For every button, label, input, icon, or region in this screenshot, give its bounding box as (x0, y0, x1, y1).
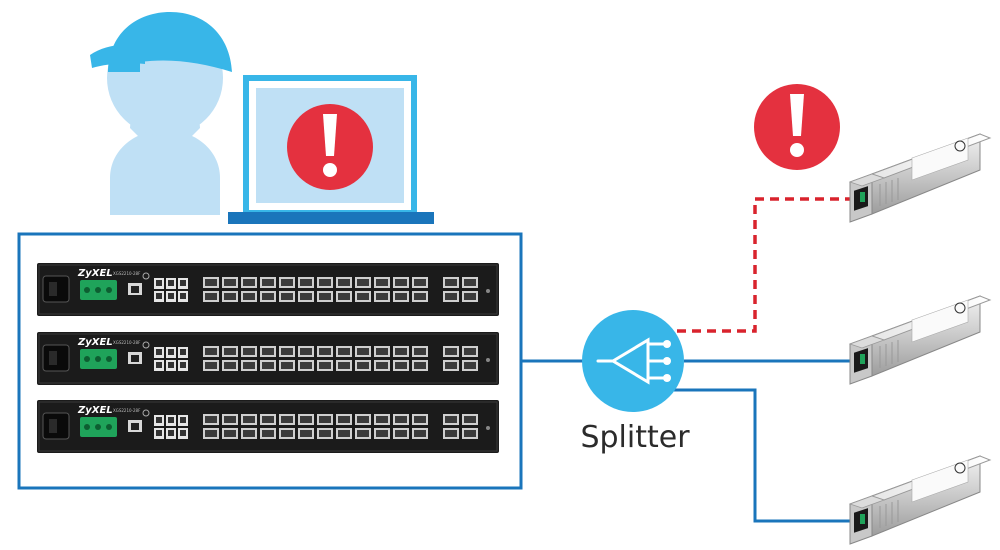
user-icon (90, 12, 232, 215)
switch-brand: ZyXEL (77, 268, 113, 279)
switch-model: XGS2210-28F (113, 271, 141, 276)
switch-model: XGS2210-28F (113, 340, 141, 345)
exclamation-alert-icon (754, 84, 840, 170)
switch-model: XGS2210-28F (113, 408, 141, 413)
link-splitter-to-transceiver-3 (674, 388, 852, 523)
sfp-transceiver-icon (848, 295, 992, 385)
splitter-label: Splitter (580, 420, 690, 455)
exclamation-alert-icon (287, 104, 373, 190)
sfp-transceiver-icon (848, 133, 992, 223)
switch-brand: ZyXEL (77, 337, 113, 348)
optical-splitter-icon (582, 310, 684, 412)
link-splitter-to-transceiver-1 (677, 197, 852, 333)
sfp-transceiver-icon (848, 455, 992, 545)
switch-brand: ZyXEL (77, 405, 113, 416)
transceiver-stack (848, 133, 992, 545)
